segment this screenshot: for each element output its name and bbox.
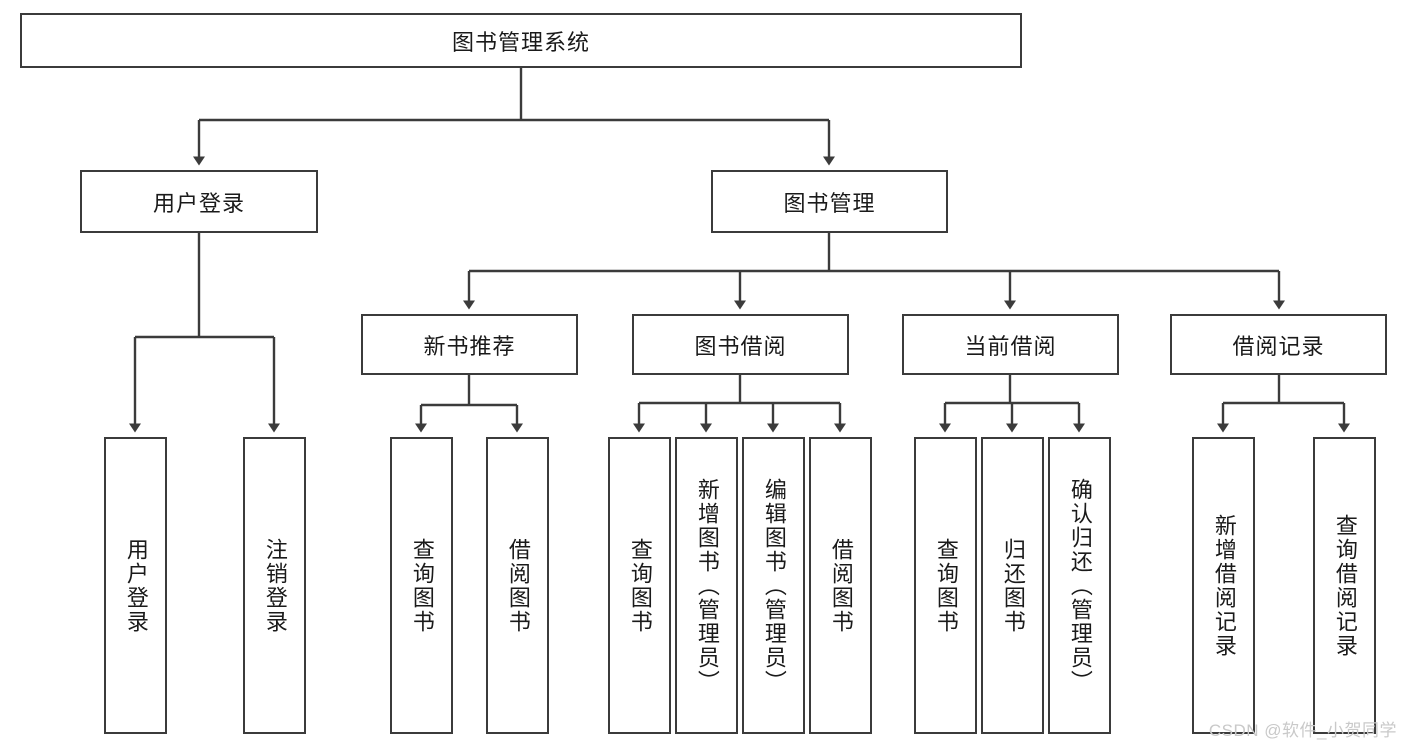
- node-leaf-confirm-return[interactable]: 确认归还（管理员）: [1048, 437, 1111, 734]
- node-leaf-query-record[interactable]: 查询借阅记录: [1313, 437, 1376, 734]
- node-leaf-edit-book-label: 编辑图书（管理员）: [761, 477, 787, 694]
- node-user-login-label: 用户登录: [152, 190, 245, 216]
- node-leaf-query-book-3[interactable]: 查询图书: [914, 437, 977, 734]
- node-book-manage-label: 图书管理: [783, 190, 876, 216]
- node-leaf-query-record-label: 查询借阅记录: [1332, 513, 1358, 658]
- node-leaf-add-book[interactable]: 新增图书（管理员）: [675, 437, 738, 734]
- node-leaf-borrow-book-1-label: 借阅图书: [505, 537, 531, 634]
- node-book-borrow-label: 图书借阅: [694, 333, 787, 359]
- node-leaf-query-book-1-label: 查询图书: [409, 537, 435, 634]
- node-leaf-add-record[interactable]: 新增借阅记录: [1192, 437, 1255, 734]
- node-borrow-record-label: 借阅记录: [1232, 333, 1325, 359]
- node-book-manage[interactable]: 图书管理: [711, 170, 948, 233]
- node-leaf-return-book[interactable]: 归还图书: [981, 437, 1044, 734]
- node-leaf-query-book-2[interactable]: 查询图书: [608, 437, 671, 734]
- node-book-borrow[interactable]: 图书借阅: [632, 314, 849, 375]
- node-root-label: 图书管理系统: [451, 29, 590, 55]
- node-leaf-query-book-3-label: 查询图书: [933, 537, 959, 634]
- node-leaf-confirm-return-label: 确认归还（管理员）: [1067, 477, 1093, 694]
- node-leaf-borrow-book-1[interactable]: 借阅图书: [486, 437, 549, 734]
- node-leaf-edit-book[interactable]: 编辑图书（管理员）: [742, 437, 805, 734]
- node-leaf-logout-label: 注销登录: [262, 537, 288, 634]
- node-leaf-user-login[interactable]: 用户登录: [104, 437, 167, 734]
- node-new-book-rec[interactable]: 新书推荐: [361, 314, 578, 375]
- node-borrow-record[interactable]: 借阅记录: [1170, 314, 1387, 375]
- node-leaf-query-book-1[interactable]: 查询图书: [390, 437, 453, 734]
- node-leaf-logout[interactable]: 注销登录: [243, 437, 306, 734]
- node-user-login[interactable]: 用户登录: [80, 170, 318, 233]
- node-current-borrow[interactable]: 当前借阅: [902, 314, 1119, 375]
- node-current-borrow-label: 当前借阅: [964, 333, 1057, 359]
- node-new-book-rec-label: 新书推荐: [423, 333, 516, 359]
- node-leaf-return-book-label: 归还图书: [1000, 537, 1026, 634]
- node-root[interactable]: 图书管理系统: [20, 13, 1022, 68]
- node-leaf-user-login-label: 用户登录: [123, 537, 149, 634]
- node-leaf-query-book-2-label: 查询图书: [627, 537, 653, 634]
- node-leaf-add-record-label: 新增借阅记录: [1211, 513, 1237, 658]
- node-leaf-add-book-label: 新增图书（管理员）: [694, 477, 720, 694]
- node-leaf-borrow-book-2-label: 借阅图书: [828, 537, 854, 634]
- node-leaf-borrow-book-2[interactable]: 借阅图书: [809, 437, 872, 734]
